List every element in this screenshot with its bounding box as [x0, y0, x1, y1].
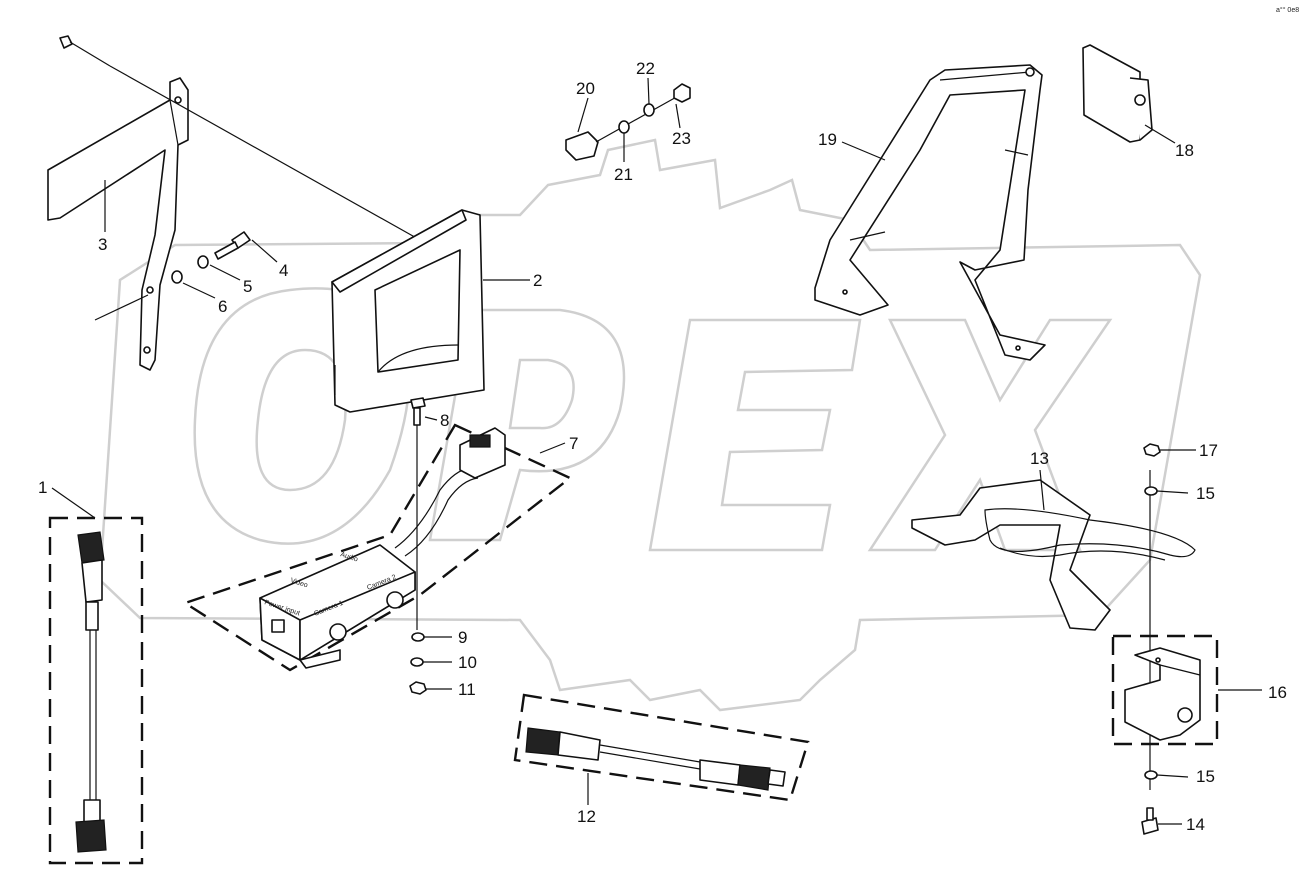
callout-21: 21 [614, 165, 633, 184]
callout-22: 22 [636, 59, 655, 78]
callout-18: 18 [1175, 141, 1194, 160]
part-12-cable [525, 727, 786, 791]
callout-19: 19 [818, 130, 837, 149]
callout-7: 7 [569, 434, 578, 453]
part-17-nut [1143, 443, 1161, 457]
watermark-letter-x [867, 318, 1113, 552]
part-11-nut [409, 681, 427, 695]
part-22-washer [643, 103, 655, 117]
callout-1: 1 [38, 478, 47, 497]
callout-23: 23 [672, 129, 691, 148]
part-13-bracket [911, 470, 1196, 790]
callout-8: 8 [440, 411, 449, 430]
part-18-housing [1082, 44, 1153, 143]
callout-3: 3 [98, 235, 107, 254]
watermark-letter-p [428, 308, 626, 542]
part-7-controller: Power input Camera 1 Camera 2 Video Audi… [259, 427, 506, 669]
callout-12: 12 [577, 807, 596, 826]
part-21-washer [618, 120, 630, 134]
callout-6: 6 [218, 297, 227, 316]
callout-5: 5 [243, 277, 252, 296]
part-15-washer-lower [1144, 770, 1158, 780]
part-12-group-outline [513, 693, 810, 802]
callout-15b: 15 [1196, 767, 1215, 786]
part-4-bolt [214, 231, 251, 260]
part-2-monitor [331, 209, 485, 413]
part-15-washer-upper [1144, 486, 1158, 496]
screw-long [59, 35, 421, 241]
callout-9: 9 [458, 628, 467, 647]
callout-20: 20 [576, 79, 595, 98]
callout-4: 4 [279, 261, 288, 280]
part-8-screw [410, 397, 426, 630]
callout-11: 11 [458, 680, 476, 699]
callout-14: 14 [1186, 815, 1205, 834]
part-1-cable [75, 531, 107, 853]
callout-16: 16 [1268, 683, 1287, 702]
watermark-gear [98, 138, 1202, 712]
callouts: 1 2 3 4 5 6 7 8 9 10 11 12 13 14 15 15 1… [38, 59, 1287, 834]
part-20-clip [565, 131, 599, 161]
callout-2: 2 [533, 271, 542, 290]
callout-13: 13 [1030, 449, 1049, 468]
part-3-bracket [47, 77, 189, 371]
part-7-group-outline [182, 423, 573, 672]
part-16-mount [1124, 647, 1201, 741]
callout-17: 17 [1199, 441, 1218, 460]
corner-mark: a°° 0e8 [1276, 6, 1299, 14]
callout-15a: 15 [1196, 484, 1215, 503]
part-5-washer [197, 255, 209, 269]
leader-lines [51, 77, 1262, 825]
part-6-washer [171, 270, 183, 284]
part-19-bracket [814, 64, 1046, 361]
part-23-nut [673, 83, 691, 103]
part-10-washer [410, 657, 424, 667]
part-14-bolt [1141, 807, 1159, 835]
watermark-letter-e [648, 318, 862, 552]
callout-10: 10 [458, 653, 477, 672]
part-9-washer [411, 632, 425, 642]
